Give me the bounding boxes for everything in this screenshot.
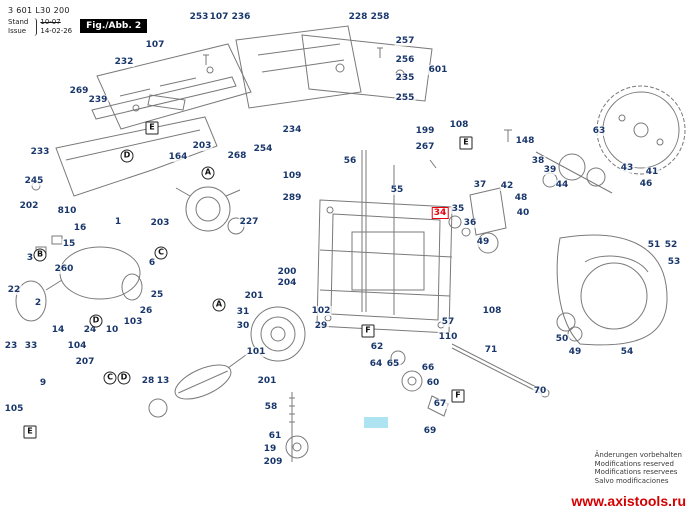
selection-highlight bbox=[364, 417, 388, 428]
stand-label: Stand bbox=[8, 18, 29, 26]
issue-value: 14-02-26 bbox=[40, 27, 73, 35]
figure-badge: Fig./Abb. 2 bbox=[80, 19, 148, 33]
issue-label: Issue bbox=[8, 27, 27, 35]
footer-note: Modifications reserved bbox=[594, 459, 674, 468]
title-block: 3 601 L30 200 Stand Issue 10-07 14-02-26… bbox=[8, 6, 148, 36]
footer-note: Salvo modificaciones bbox=[594, 476, 669, 485]
revision-block: Stand Issue 10-07 14-02-26 bbox=[8, 18, 72, 36]
footer-note: Modifications reservees bbox=[594, 468, 678, 476]
revision-bracket bbox=[32, 18, 38, 36]
watermark-text: www.axistools.ru bbox=[571, 493, 686, 509]
model-number: 3 601 L30 200 bbox=[8, 6, 70, 15]
footer-note: Änderungen vorbehalten bbox=[594, 451, 682, 459]
stand-value: 10-07 bbox=[40, 18, 61, 26]
